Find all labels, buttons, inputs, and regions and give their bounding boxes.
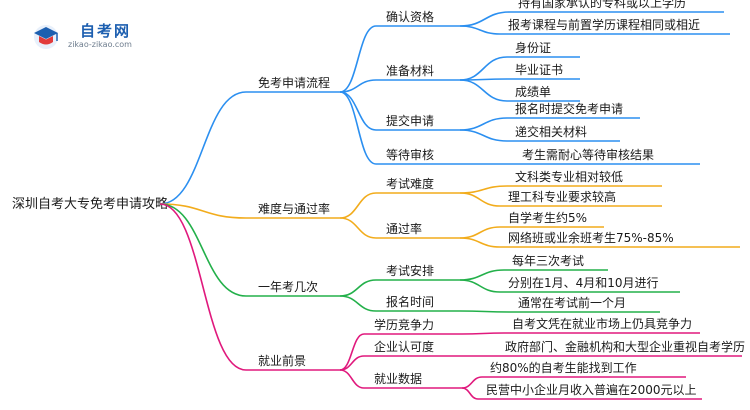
leaf-connector [461,332,505,335]
leaf-topic: 自考文凭在就业市场上仍具竞争力 [512,316,692,331]
leaf-topic: 网络班或业余班考生75%-85% [508,230,674,245]
subtopic-connector [339,369,365,389]
site-logo[interactable]: 自考网 zikao-zikao.com [30,18,170,54]
leaf-topic: 成绩单 [515,85,551,99]
leaf-connector [459,11,511,27]
leaf-connector [459,117,508,131]
leaf-topic: 身份证 [515,40,551,55]
leaf-topic: 理工科专业要求较高 [508,189,616,204]
branch-connector [159,91,247,205]
leaf-connector [459,129,508,142]
subtopic: 企业认可度 [374,339,434,354]
graduation-cap-icon [34,25,58,49]
leaf-connector [459,185,508,194]
branch-topic: 就业前景 [258,353,306,368]
subtopic: 准备材料 [386,64,434,78]
leaf-connector [459,79,508,102]
leaf-topic: 每年三次考试 [512,253,584,268]
leaf-topic: 约80%的自考生能找到工作 [490,360,637,375]
branch-topic: 免考申请流程 [258,75,330,90]
subtopic: 等待审核 [386,147,434,162]
subtopic: 确认资格 [386,9,434,24]
leaf-connector [459,226,501,239]
leaf-connector [459,279,501,293]
branch-connector [159,203,247,219]
subtopic: 学历竞争力 [374,317,434,332]
subtopic: 报名时间 [386,294,434,309]
subtopic: 通过率 [386,221,422,236]
leaf-connector [459,56,508,81]
logo-title: 自考网 [80,22,132,40]
leaf-topic: 报考课程与前置学历课程相同或相近 [508,17,700,32]
subtopic-connector [339,91,377,131]
leaf-connector [461,387,479,400]
subtopic: 考试难度 [386,176,434,191]
subtopic-connector [339,91,377,165]
leaf-topic: 自学考生约5% [508,210,587,225]
leaf-topic: 分别在1月、4月和10月进行 [508,276,659,290]
branch-topic: 难度与通过率 [258,201,330,216]
logo-url: zikao-zikao.com [68,40,132,49]
leaf-connector [459,192,501,207]
root-topic: 深圳自考大专免考申请攻略 [12,196,168,212]
leaf-topic: 民营中小企业月收入普遍在2000元以上 [486,382,697,397]
leaf-connector [459,310,511,313]
leaf-topic: 持有国家承认的专科或以上学历 [518,0,686,10]
leaf-connector [459,269,505,281]
subtopic-connector [339,79,377,93]
leaf-topic: 报名时提交免考申请 [515,101,623,116]
leaf-connector [461,376,483,389]
subtopic-connector [339,333,365,371]
subtopic-connector [339,25,377,93]
leaf-topic: 毕业证书 [515,63,563,77]
leaf-topic: 考生需耐心等待审核结果 [522,147,654,162]
subtopic: 提交申请 [386,113,434,128]
branch-connector [159,203,247,371]
subtopic: 就业数据 [374,371,422,386]
leaf-topic: 文科类专业相对较低 [515,169,623,184]
branch-topic: 一年考几次 [258,280,318,294]
leaf-connector [459,25,501,35]
leaf-topic: 递交相关材料 [515,124,587,139]
leaf-topic: 通常在考试前一个月 [518,295,626,310]
subtopic-connector [339,279,377,297]
leaf-topic: 政府部门、金融机构和大型企业重视自考学历 [505,339,745,354]
subtopic: 考试安排 [386,263,434,278]
subtopic-connector [339,192,377,219]
subtopic-connector [339,295,377,312]
branch-connector [159,203,247,297]
subtopic-connector [339,217,377,239]
leaf-connector [459,237,501,248]
